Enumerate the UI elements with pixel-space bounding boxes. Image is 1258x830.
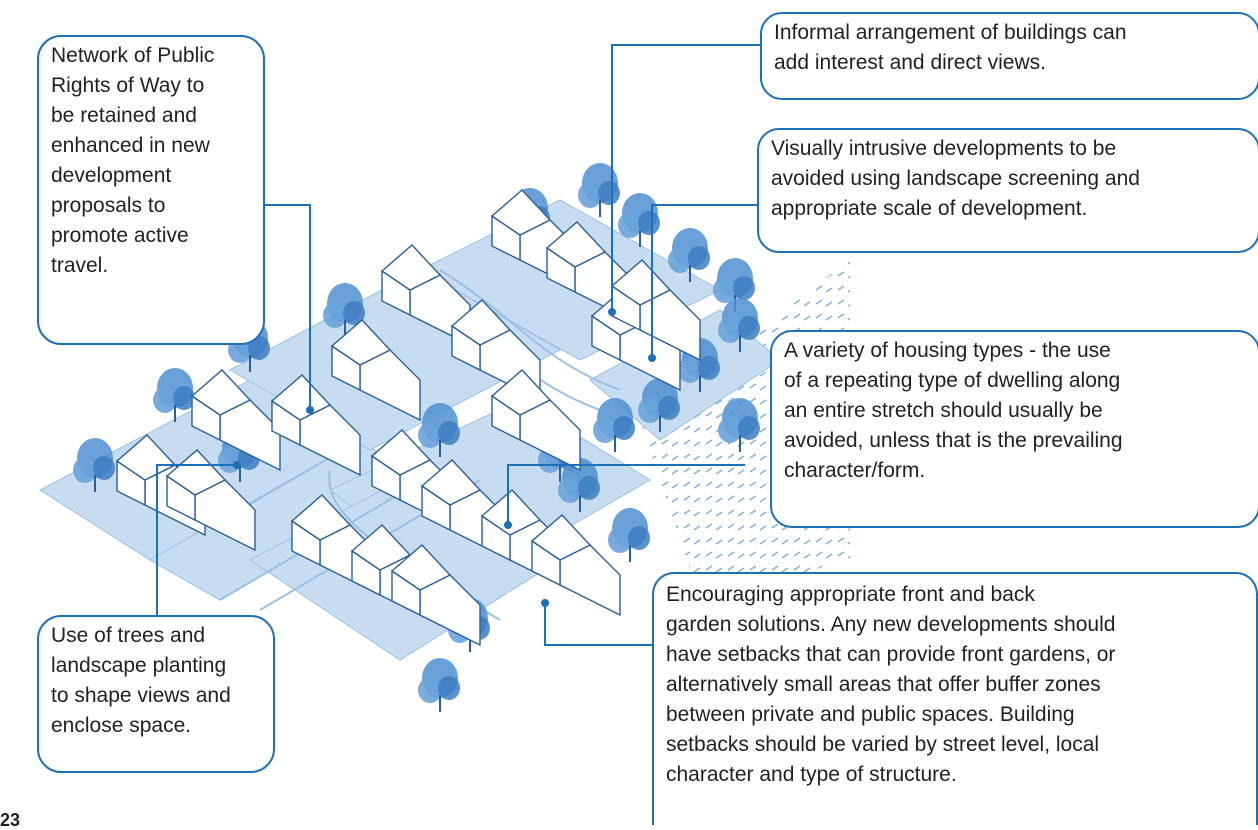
callout-rights-of-way: Network of Public Rights of Way to be re… <box>37 35 265 345</box>
page-number: 23 <box>0 810 21 830</box>
callout-housing-variety: A variety of housing types - the use of … <box>770 330 1258 528</box>
callout-informal-arrangement: Informal arrangement of buildings can ad… <box>760 12 1258 100</box>
callout-trees-planting: Use of trees and landscape planting to s… <box>37 615 275 773</box>
leader-dots <box>233 308 656 607</box>
callout-front-back-garden: Encouraging appropriate front and back g… <box>652 572 1258 825</box>
callout-visually-intrusive: Visually intrusive developments to be av… <box>757 128 1258 253</box>
